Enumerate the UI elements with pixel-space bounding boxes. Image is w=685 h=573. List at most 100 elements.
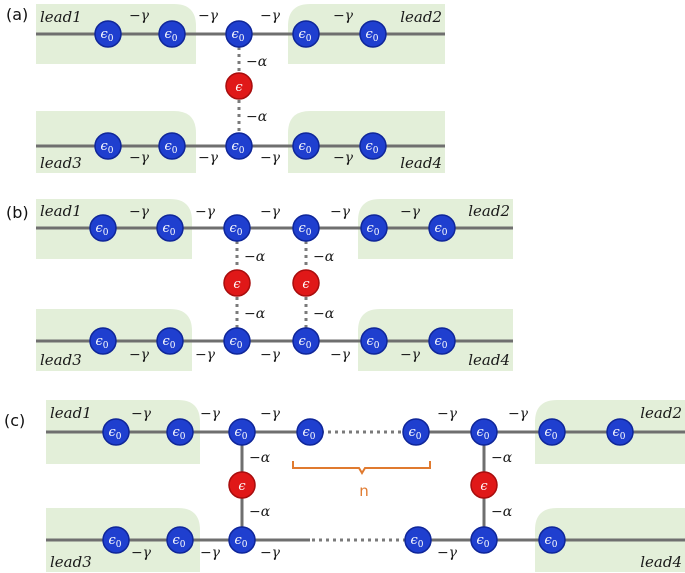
site-symbol-main: ϵ [164, 139, 172, 154]
site-symbol-main: ϵ [164, 27, 172, 42]
site-circle [292, 214, 320, 242]
impurity-symbol: ϵ [302, 277, 310, 292]
panel-1-hopping-label-9: −γ [400, 347, 421, 363]
site-circle [225, 20, 253, 48]
panel-0-site-1: ϵ0 [158, 20, 186, 48]
site-symbol: ϵ0 [544, 425, 557, 442]
panel-1-hopping-label-2: −γ [260, 204, 281, 220]
site-symbol-subscript: 0 [172, 34, 178, 44]
panel-0-site-6: ϵ0 [158, 132, 186, 160]
site-symbol-subscript: 0 [237, 341, 243, 351]
panel-2-lead-label-2: lead2 [640, 404, 682, 422]
site-symbol-subscript: 0 [620, 432, 626, 442]
panel-1-hopping-label-7: −γ [260, 347, 281, 363]
impurity-circle [225, 72, 253, 100]
panel-0-label: (a) [6, 5, 28, 24]
site-symbol: ϵ0 [476, 425, 489, 442]
site-circle [89, 327, 117, 355]
site-circle [428, 214, 456, 242]
panel-2-coupling-label-3: −α [491, 504, 513, 520]
panel-1-site-6: ϵ0 [89, 327, 117, 355]
site-symbol-main: ϵ [365, 27, 373, 42]
site-symbol-main: ϵ [298, 221, 306, 236]
site-symbol: ϵ0 [612, 425, 625, 442]
site-circle [538, 526, 566, 554]
site-symbol-main: ϵ [298, 27, 306, 42]
site-symbol-subscript: 0 [108, 146, 114, 156]
panel-0-coupling-label-0: −α [246, 54, 268, 70]
panel-1-label: (b) [6, 203, 29, 222]
panel-1-site-7: ϵ0 [156, 327, 184, 355]
panel-0-site-4: ϵ0 [359, 20, 387, 48]
site-symbol: ϵ0 [366, 334, 379, 351]
site-symbol-main: ϵ [231, 139, 239, 154]
panel-2-hopping-label-5: −γ [131, 545, 152, 561]
site-symbol-subscript: 0 [442, 228, 448, 238]
site-symbol-subscript: 0 [180, 540, 186, 550]
panel-1-site-1: ϵ0 [156, 214, 184, 242]
site-symbol: ϵ0 [298, 139, 311, 156]
panel-2-site-3: ϵ0 [296, 418, 324, 446]
panel-2-hopping-label-4: −γ [508, 406, 529, 422]
panel-2-site-2: ϵ0 [228, 418, 256, 446]
site-symbol: ϵ0 [408, 425, 421, 442]
site-symbol: ϵ0 [100, 139, 113, 156]
site-symbol: ϵ0 [172, 533, 185, 550]
panel-1-site-4: ϵ0 [360, 214, 388, 242]
panel-1-site-2: ϵ0 [223, 214, 251, 242]
site-symbol: ϵ0 [365, 27, 378, 44]
site-circle [166, 526, 194, 554]
panel-0-lead-label-1: lead1 [40, 8, 82, 26]
panel-0-hopping-label-7: −γ [333, 150, 354, 166]
panel-0-hopping-label-2: −γ [260, 8, 281, 24]
site-circle [292, 132, 320, 160]
panel-1-site-8: ϵ0 [223, 327, 251, 355]
panel-0-lead-label-4: lead4 [400, 154, 442, 172]
panel-2-hopping-label-2: −γ [260, 406, 281, 422]
site-symbol-subscript: 0 [306, 341, 312, 351]
site-symbol: ϵ0 [164, 139, 177, 156]
panel-1-hopping-label-1: −γ [195, 204, 216, 220]
site-symbol: ϵ0 [108, 533, 121, 550]
site-symbol-main: ϵ [298, 334, 306, 349]
panel-2-site-5: ϵ0 [470, 418, 498, 446]
panel-0-impurity-0: ϵ [225, 72, 253, 100]
site-circle [402, 418, 430, 446]
site-circle [296, 418, 324, 446]
panel-1-coupling-label-1: −α [244, 306, 266, 322]
panel-2-impurity-0: ϵ [228, 471, 256, 499]
panel-1-site-5: ϵ0 [428, 214, 456, 242]
panel-0-lead-label-3: lead3 [40, 154, 82, 172]
site-symbol-subscript: 0 [116, 432, 122, 442]
site-symbol-subscript: 0 [374, 341, 380, 351]
panel-2-site-7: ϵ0 [606, 418, 634, 446]
site-symbol-main: ϵ [298, 139, 306, 154]
panel-1-site-9: ϵ0 [292, 327, 320, 355]
panel-1-coupling-label-0: −α [244, 249, 266, 265]
site-circle [360, 327, 388, 355]
site-symbol: ϵ0 [229, 334, 242, 351]
panel-2-site-4: ϵ0 [402, 418, 430, 446]
site-circle [228, 418, 256, 446]
panel-2-hopping-label-0: −γ [131, 406, 152, 422]
panel-2-coupling-label-1: −α [249, 504, 271, 520]
site-symbol-subscript: 0 [103, 228, 109, 238]
site-symbol: ϵ0 [229, 221, 242, 238]
site-symbol-main: ϵ [410, 533, 418, 548]
site-circle [156, 327, 184, 355]
panel-1-coupling-label-3: −α [313, 306, 335, 322]
panel-1-hopping-label-0: −γ [129, 204, 150, 220]
site-symbol-subscript: 0 [116, 540, 122, 550]
panel-2-hopping-label-8: −γ [437, 545, 458, 561]
site-symbol-subscript: 0 [418, 540, 424, 550]
panel-0-hopping-label-0: −γ [129, 8, 150, 24]
site-symbol: ϵ0 [365, 139, 378, 156]
site-symbol-main: ϵ [100, 27, 108, 42]
site-symbol-subscript: 0 [310, 432, 316, 442]
panel-2-site-13: ϵ0 [538, 526, 566, 554]
impurity-symbol: ϵ [238, 479, 246, 494]
panel-2-coupling-label-2: −α [491, 450, 513, 466]
site-symbol-main: ϵ [172, 425, 180, 440]
panel-1-site-0: ϵ0 [89, 214, 117, 242]
panel-1-hopping-label-3: −γ [330, 204, 351, 220]
